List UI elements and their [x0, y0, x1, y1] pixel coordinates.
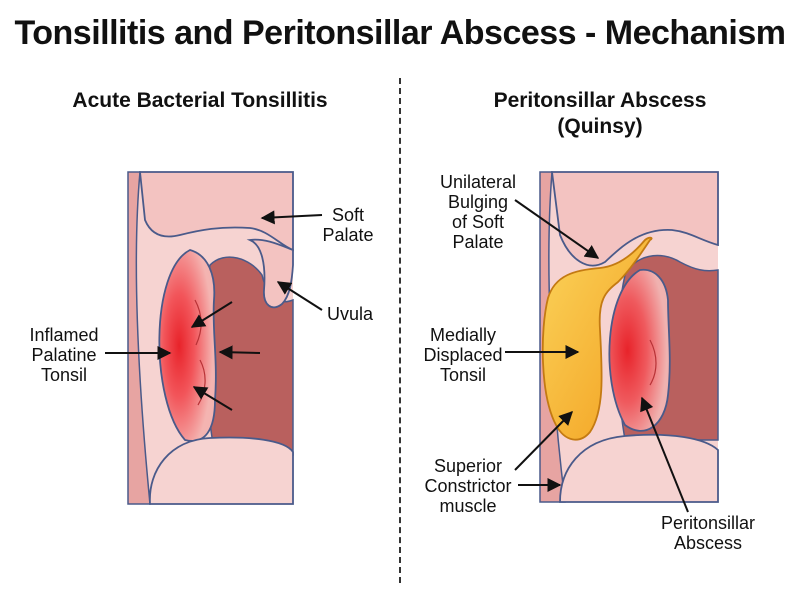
right-pus-collection — [541, 236, 653, 441]
label-inflamed-tonsil: Inflamed Palatine Tonsil — [22, 325, 106, 385]
label-inflamed-line1: Inflamed — [29, 325, 99, 345]
label-constrictor-line2: Constrictor — [424, 476, 512, 496]
right-bottom-lobe — [559, 433, 719, 503]
left-panel-title: Acute Bacterial Tonsillitis — [72, 89, 328, 112]
label-soft-palate-line1: Soft — [331, 205, 365, 225]
arrow-soft-palate — [260, 210, 323, 225]
main-title: Tonsillitis and Peritonsillar Abscess - … — [14, 14, 786, 52]
label-soft-palate-line2: Palate — [322, 225, 374, 245]
label-bulging-line4: Palate — [452, 232, 504, 252]
right-panel-title-line2: (Quinsy) — [557, 115, 643, 138]
label-uvula: Uvula — [326, 304, 374, 324]
label-abscess-line2: Abscess — [673, 533, 743, 553]
label-displaced-line2: Displaced — [423, 345, 503, 365]
right-panel-title: Peritonsillar Abscess (Quinsy) — [440, 88, 760, 140]
label-displaced-line3: Tonsil — [439, 365, 487, 385]
arrow-unilateral-bulging — [514, 199, 600, 259]
arrow-pressure-3 — [192, 386, 233, 411]
left-soft-palate — [139, 171, 294, 252]
panel-divider — [399, 78, 401, 583]
arrow-abscess — [640, 396, 689, 513]
label-bulging-line1: Unilateral — [439, 172, 517, 192]
left-pharyngeal-wall — [127, 171, 151, 505]
left-tonsil-crypt-2 — [197, 359, 206, 406]
label-unilateral-bulging: Unilateral Bulging of Soft Palate — [430, 172, 526, 252]
label-displaced-line1: Medially — [429, 325, 497, 345]
label-constrictor-line1: Superior — [433, 456, 503, 476]
right-abscess-tonsil — [608, 268, 671, 432]
left-annotation-arrows — [105, 210, 323, 411]
arrow-uvula — [276, 281, 323, 311]
label-bulging-line3: of Soft — [451, 212, 505, 232]
label-soft-palate: Soft Palate — [318, 205, 378, 245]
label-inflamed-line3: Tonsil — [40, 365, 88, 385]
label-peritonsillar-abscess: Peritonsillar Abscess — [648, 513, 768, 553]
right-panel-title-line1: Peritonsillar Abscess — [493, 89, 707, 112]
left-anatomy — [127, 171, 294, 505]
right-tonsil-crypt — [649, 339, 657, 386]
left-bottom-lobe — [149, 436, 294, 505]
arrow-pressure-2 — [218, 345, 261, 360]
arrow-constrictor-2 — [514, 411, 573, 471]
right-soft-palate — [550, 171, 719, 267]
label-abscess-line1: Peritonsillar — [660, 513, 756, 533]
label-constrictor-line3: muscle — [439, 496, 497, 516]
label-displaced-tonsil: Medially Displaced Tonsil — [418, 325, 508, 385]
right-anatomy — [539, 171, 719, 503]
arrow-pressure-1 — [190, 301, 233, 328]
label-constrictor: Superior Constrictor muscle — [418, 456, 518, 516]
label-inflamed-line2: Palatine — [31, 345, 97, 365]
label-bulging-line2: Bulging — [447, 192, 509, 212]
right-annotation-arrows — [505, 199, 689, 513]
